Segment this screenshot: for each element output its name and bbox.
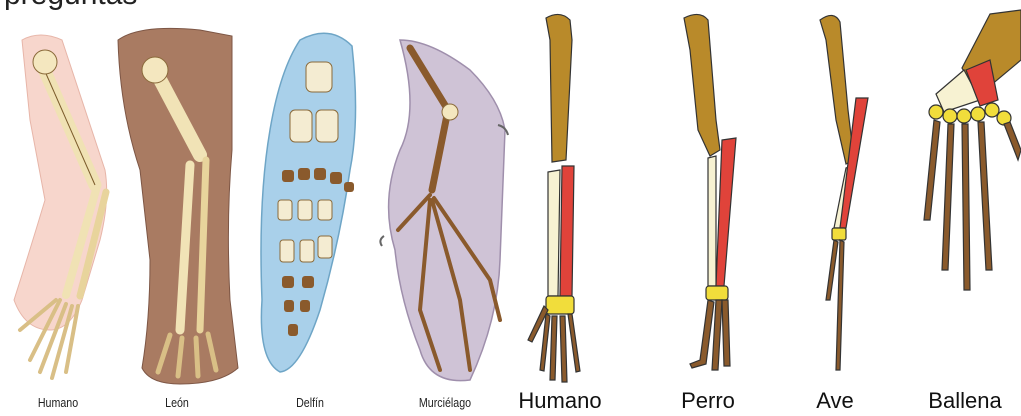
human-forelimb-schematic — [528, 14, 580, 382]
whale-forelimb-schematic — [924, 10, 1021, 290]
label-bird: Ave — [775, 388, 895, 414]
lion-leg-illustration — [118, 28, 238, 384]
label-dolphin: Delfín — [269, 395, 351, 410]
label-bat: Murciélago — [404, 395, 486, 410]
label-dog: Perro — [648, 388, 768, 414]
label-lion: León — [136, 395, 218, 410]
label-human-left: Humano — [17, 395, 99, 410]
dolphin-flipper-illustration — [261, 33, 356, 372]
bird-forelimb-schematic — [820, 15, 868, 370]
dog-forelimb-schematic — [684, 14, 736, 370]
label-human-right: Humano — [500, 388, 620, 414]
bat-wing-illustration — [380, 40, 508, 381]
human-arm-illustration — [14, 35, 107, 378]
label-whale: Ballena — [905, 388, 1021, 414]
